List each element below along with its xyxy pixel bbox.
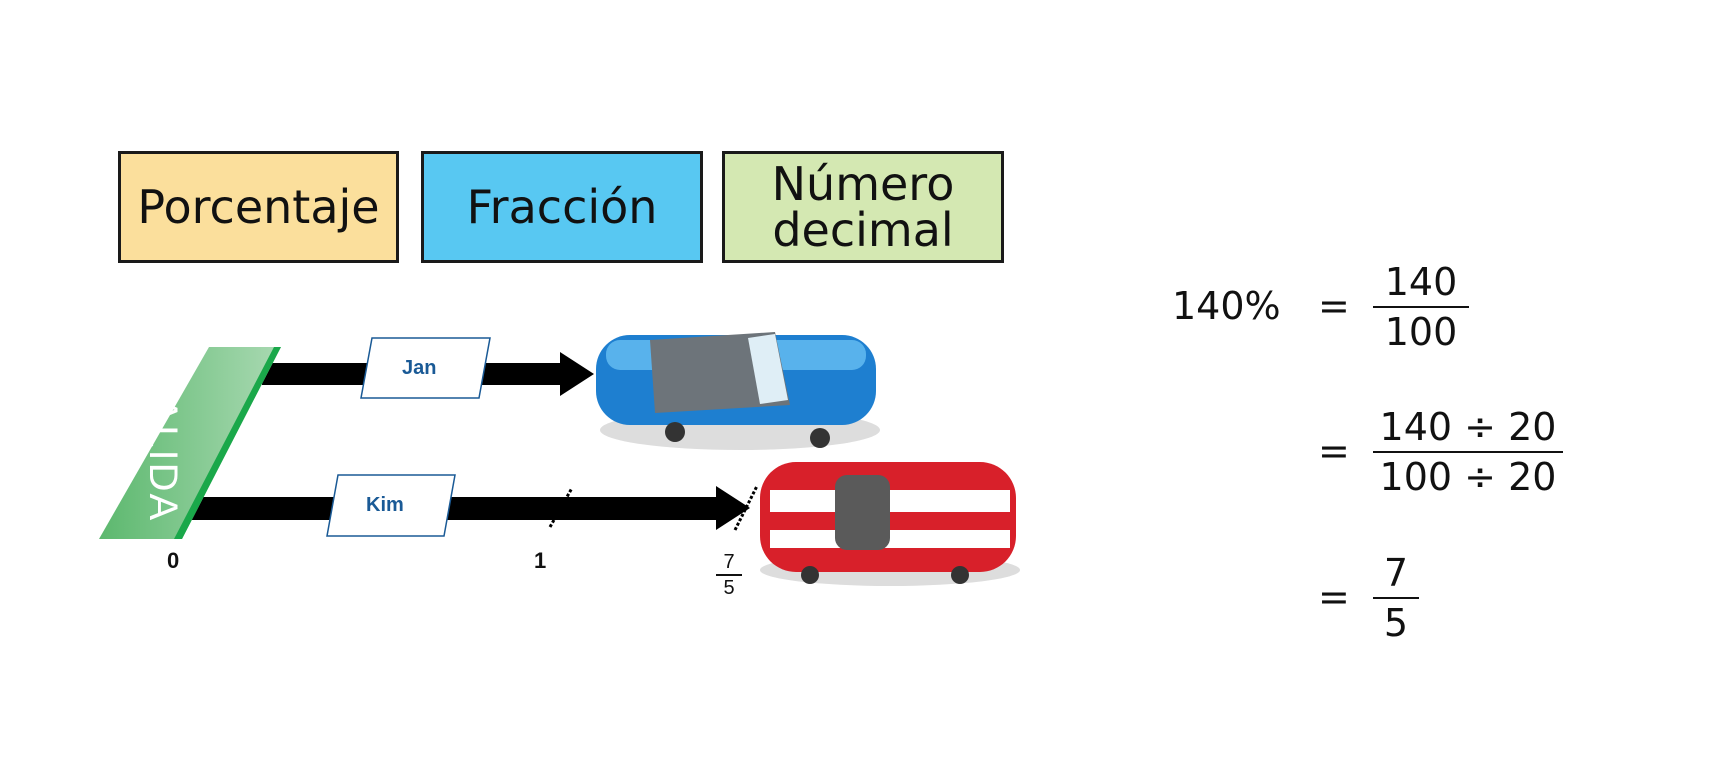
red-car-icon [760,462,1020,586]
numerator: 140 ÷ 20 [1379,405,1557,449]
numerator: 7 [1383,551,1409,595]
category-decimal: Número decimal [722,151,1004,263]
numerator: 7 [723,551,735,573]
fraction-bar [1373,306,1469,308]
tick-one [548,487,574,528]
tick-seven-fifths [733,485,759,531]
fraction-step-1: 140 100 [1373,262,1469,352]
denominator: 5 [723,576,735,599]
kim-label-box [326,474,456,537]
category-label: Fracción [466,180,658,234]
category-percentage: Porcentaje [118,151,399,263]
fraction-bar [1373,597,1419,599]
numerator: 140 [1384,260,1458,304]
category-label: Número decimal [771,157,955,257]
kim-label: Kim [366,494,404,516]
jan-label-box [360,337,491,399]
start-banner: SALIDA [99,347,281,539]
category-label: Porcentaje [137,180,380,234]
category-fraction: Fracción [421,151,703,263]
tick-label-zero: 0 [167,548,180,573]
equals-1: = [1318,284,1350,328]
equals-2: = [1318,429,1350,473]
kim-arrow [180,486,750,530]
race-diagram: SALIDA [99,332,1020,586]
percent-value: 140% [1172,284,1281,328]
equals-3: = [1318,575,1350,619]
start-label: SALIDA [141,368,185,522]
denominator: 100 [1384,310,1458,354]
denominator: 5 [1383,601,1409,645]
tick-label-one: 1 [534,548,547,573]
fraction-bar [716,574,742,576]
fraction-bar [1373,451,1563,453]
jan-label: Jan [402,357,437,379]
tick-label-seven-fifths: 7 5 [716,552,742,598]
denominator: 100 ÷ 20 [1379,455,1557,499]
fraction-step-2: 140 ÷ 20 100 ÷ 20 [1373,407,1563,497]
blue-car-icon [596,332,880,450]
fraction-step-3: 7 5 [1373,553,1419,643]
